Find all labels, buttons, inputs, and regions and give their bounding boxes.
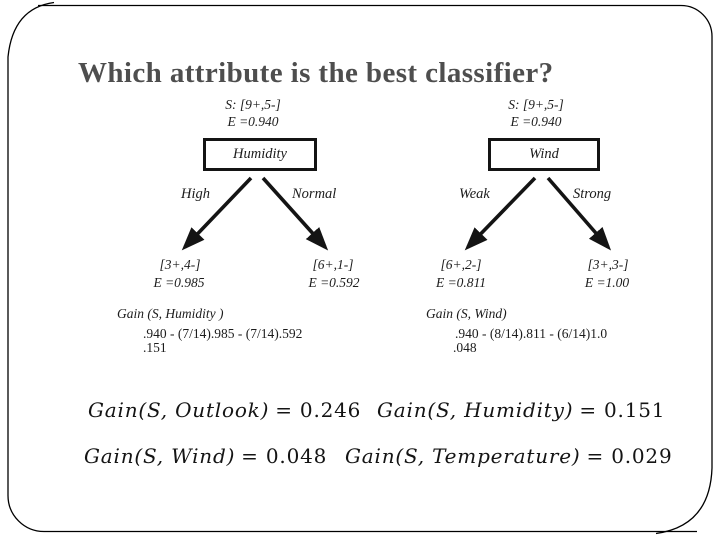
page-title: Which attribute is the best classifier? <box>78 57 554 90</box>
wind-gain-result: .048 <box>453 340 477 355</box>
gain-formula-humidity-lhs: Gain(S, Humidity) <box>377 398 574 422</box>
wind-leaf-right-counts: [3+,3-] <box>587 257 629 272</box>
gain-formula-wind-value: = 0.048 <box>241 444 328 468</box>
gain-formula-outlook-value: = 0.246 <box>275 398 362 422</box>
wind-branch-label-strong: Strong <box>573 186 612 202</box>
gain-formula-outlook-lhs: Gain(S, Outlook) <box>88 398 270 422</box>
gain-formula-temperature-lhs: Gain(S, Temperature) <box>345 444 581 468</box>
humidity-node-label: Humidity <box>233 146 287 162</box>
humidity-branch-label-high: High <box>181 186 210 202</box>
humidity-root-entropy-label: E =0.940 <box>227 114 279 129</box>
wind-gain-expression: .940 - (8/14).811 - (6/14)1.0 <box>455 326 608 341</box>
gain-formula-temperature: Gain(S, Temperature)= 0.029 <box>345 444 673 468</box>
humidity-leaf-right-entropy: E =0.592 <box>308 275 360 290</box>
wind-gain-heading: Gain (S, Wind) <box>426 306 507 321</box>
wind-root-entropy-label: E =0.940 <box>510 114 562 129</box>
humidity-root-set-label: S: [9+,5-] <box>225 97 281 112</box>
gain-formula-wind: Gain(S, Wind)= 0.048 <box>84 444 327 468</box>
wind-branch-label-weak: Weak <box>459 186 490 202</box>
humidity-gain-heading: Gain (S, Humidity ) <box>117 306 224 321</box>
humidity-gain-result: .151 <box>143 340 167 355</box>
wind-leaf-right-entropy: E =1.00 <box>584 275 630 290</box>
humidity-node-box: Humidity <box>203 138 317 171</box>
gain-formula-humidity-value: = 0.151 <box>579 398 666 422</box>
gain-formula-temperature-value: = 0.029 <box>586 444 673 468</box>
wind-leaf-left-entropy: E =0.811 <box>435 275 487 290</box>
gain-formula-outlook: Gain(S, Outlook)= 0.246 <box>88 398 361 422</box>
wind-node-box: Wind <box>488 138 600 171</box>
wind-node-label: Wind <box>529 146 559 162</box>
humidity-leaf-left-counts: [3+,4-] <box>159 257 201 272</box>
humidity-leaf-left-entropy: E =0.985 <box>153 275 205 290</box>
humidity-gain-expression: .940 - (7/14).985 - (7/14).592 <box>143 326 303 341</box>
wind-leaf-left-counts: [6+,2-] <box>440 257 482 272</box>
humidity-branch-label-normal: Normal <box>292 186 337 202</box>
gain-formula-humidity: Gain(S, Humidity)= 0.151 <box>377 398 665 422</box>
wind-root-set-label: S: [9+,5-] <box>508 97 564 112</box>
gain-formula-wind-lhs: Gain(S, Wind) <box>84 444 236 468</box>
humidity-leaf-right-counts: [6+,1-] <box>312 257 354 272</box>
